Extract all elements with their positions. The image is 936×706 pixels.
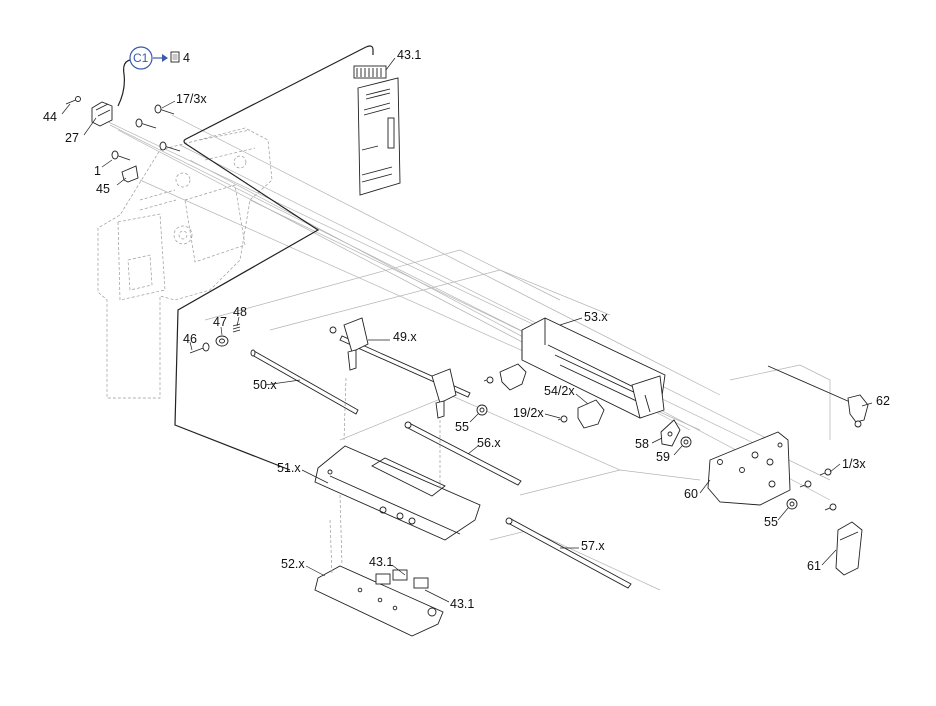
label-53: 53.x: [584, 310, 608, 324]
part-48-spring: [232, 323, 241, 333]
label-43-1-mid: 43.1: [369, 555, 393, 569]
part-52-lower-plate: [314, 565, 444, 637]
label-51: 51.x: [277, 461, 301, 475]
part-60-side-plate: [707, 431, 791, 506]
label-55-a: 55: [455, 420, 469, 434]
label-48: 48: [233, 305, 247, 319]
label-50: 50.x: [253, 378, 277, 392]
vertical-guides: [329, 377, 441, 576]
label-1-3x: 1/3x: [842, 457, 866, 471]
label-49: 49.x: [393, 330, 417, 344]
part-61-handle: [835, 521, 863, 576]
label-61: 61: [807, 559, 821, 573]
part-54-brackets: [499, 363, 605, 429]
part-56-shaft: [404, 421, 522, 486]
label-58: 58: [635, 437, 649, 451]
part-50-shaft: [250, 349, 359, 415]
part-62-rod: [767, 365, 869, 428]
part-43-1-circuit-board: [353, 65, 401, 196]
label-46: 46: [183, 332, 197, 346]
label-19: 19/2x: [513, 406, 544, 420]
part-46-screw: [189, 342, 210, 354]
label-56: 56.x: [477, 436, 501, 450]
label-43-1-top: 43.1: [397, 48, 421, 62]
part-1-screw: [111, 150, 131, 161]
label-27: 27: [65, 131, 79, 145]
part-55-washer-a: [476, 404, 488, 416]
reference-arrowhead-icon: [162, 54, 168, 62]
part-59-bushing: [680, 436, 692, 448]
label-60: 60: [684, 487, 698, 501]
reference-tag[interactable]: C1 4: [129, 46, 190, 70]
label-62: 62: [876, 394, 890, 408]
label-44: 44: [43, 110, 57, 124]
label-57: 57.x: [581, 539, 605, 553]
label-45: 45: [96, 182, 110, 196]
printer-frame-ghost: [97, 127, 273, 399]
part-57-shaft: [505, 517, 632, 589]
part-17-screws: [135, 104, 181, 152]
label-54: 54/2x: [544, 384, 575, 398]
document-icon: [170, 51, 180, 63]
part-58-cam: [660, 419, 681, 447]
label-43-1-bot: 43.1: [450, 597, 474, 611]
label-1: 1: [94, 164, 101, 178]
part-47-washer: [215, 335, 229, 347]
ribbon-cable: [174, 45, 374, 471]
callout-labels: 43.1 44 27 17/3x 1 45 48 47 46 49.x 53.x…: [43, 48, 890, 611]
label-17: 17/3x: [176, 92, 207, 106]
part-1-3x-screws: [799, 468, 837, 511]
part-51-base-plate: [314, 445, 481, 541]
part-44-screw: [65, 96, 81, 105]
label-47: 47: [213, 315, 227, 329]
part-55-washer-b: [786, 498, 798, 510]
reference-page: 4: [183, 51, 190, 65]
leader-lines: [61, 57, 873, 603]
part-49-axle: [329, 317, 471, 419]
reference-tag-text: C1: [133, 51, 149, 65]
label-52: 52.x: [281, 557, 305, 571]
label-59: 59: [656, 450, 670, 464]
part-53-tray-assembly: [521, 317, 666, 419]
part-27-sensor: [91, 101, 113, 127]
reference-circle: [129, 46, 153, 70]
sensor-cable: [117, 59, 131, 107]
label-55-b: 55: [764, 515, 778, 529]
part-19-screws: [483, 376, 568, 423]
